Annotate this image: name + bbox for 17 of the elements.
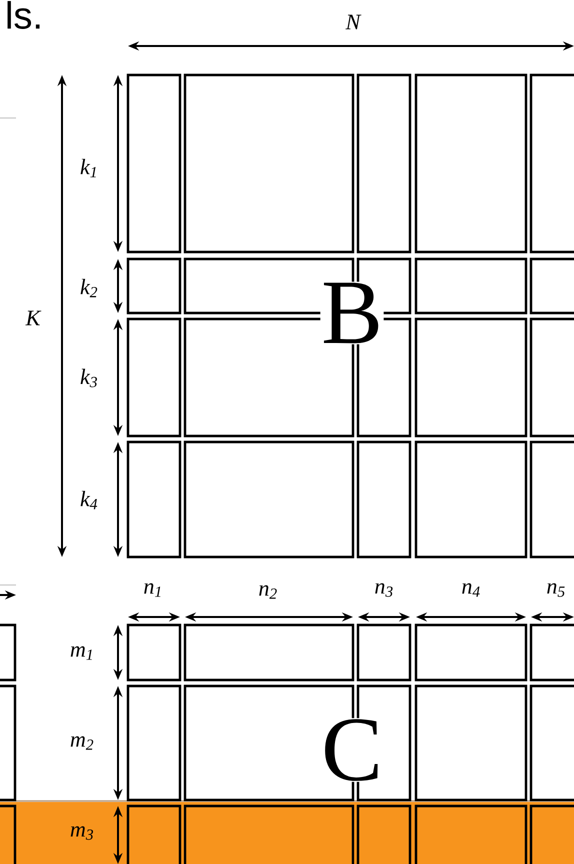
dimension-label: K [25, 310, 42, 326]
dimension-label: n$_{4}$ [462, 583, 480, 597]
dimension-label: m$_{3}$ [70, 826, 93, 840]
partial-text: ls. [8, 1, 40, 29]
dimension-label: k$_{1}$ [80, 158, 96, 178]
dimension-label: n$_{1}$ [144, 583, 160, 597]
dimension-label: N [346, 14, 362, 30]
dimension-label: k$_{3}$ [80, 368, 97, 388]
dimension-label: n$_{2}$ [259, 585, 277, 599]
dimension-label: n$_{5}$ [547, 583, 565, 597]
matrix-letter: C [320, 718, 384, 782]
dimension-label: n$_{3}$ [375, 583, 393, 597]
dimension-label: m$_{2}$ [70, 736, 94, 750]
dimension-label: k$_{2}$ [80, 278, 98, 298]
matrix-letter: B [320, 282, 384, 344]
dimension-label: k$_{4}$ [80, 490, 98, 510]
dimension-label: m$_{1}$ [70, 646, 92, 660]
